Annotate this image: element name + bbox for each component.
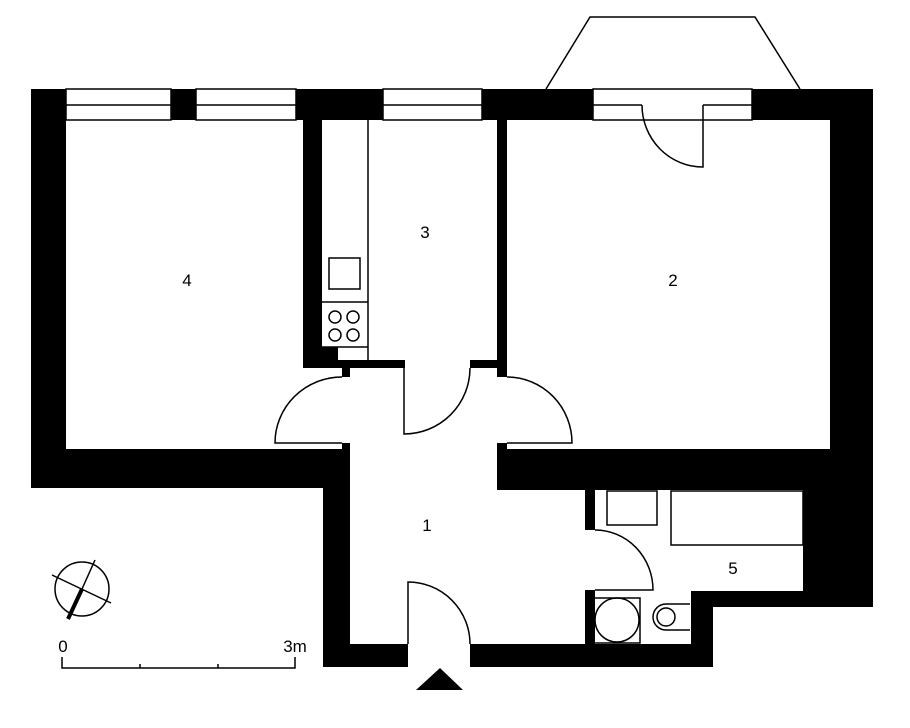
windows	[65, 88, 753, 121]
entrance-arrow-icon	[416, 668, 463, 690]
compass-icon	[51, 559, 112, 620]
room-label-2: 2	[668, 271, 677, 290]
balcony-door[interactable]	[641, 104, 704, 168]
toilet-icon	[652, 603, 690, 631]
scale-start-label: 0	[58, 637, 67, 656]
balcony	[545, 16, 801, 90]
room-label-3: 3	[420, 223, 429, 242]
room-label-5: 5	[728, 559, 737, 578]
door-room-4[interactable]	[274, 376, 343, 444]
door-room-2[interactable]	[506, 376, 573, 444]
kitchen-counter	[322, 120, 369, 360]
entrance-door[interactable]	[407, 581, 471, 645]
room-label-1: 1	[422, 516, 431, 535]
stove-icon	[328, 310, 360, 342]
bathtub-icon	[670, 490, 804, 546]
room-label-4: 4	[182, 271, 191, 290]
door-room-5[interactable]	[594, 529, 654, 591]
sink-icon	[328, 257, 361, 290]
door-room-3[interactable]	[403, 367, 471, 435]
scale-end-label: 3m	[283, 637, 307, 656]
scale-bar: 0 3m	[58, 637, 307, 669]
shower-icon	[593, 597, 641, 644]
walls	[31, 89, 873, 667]
washing-machine-icon	[606, 490, 658, 526]
